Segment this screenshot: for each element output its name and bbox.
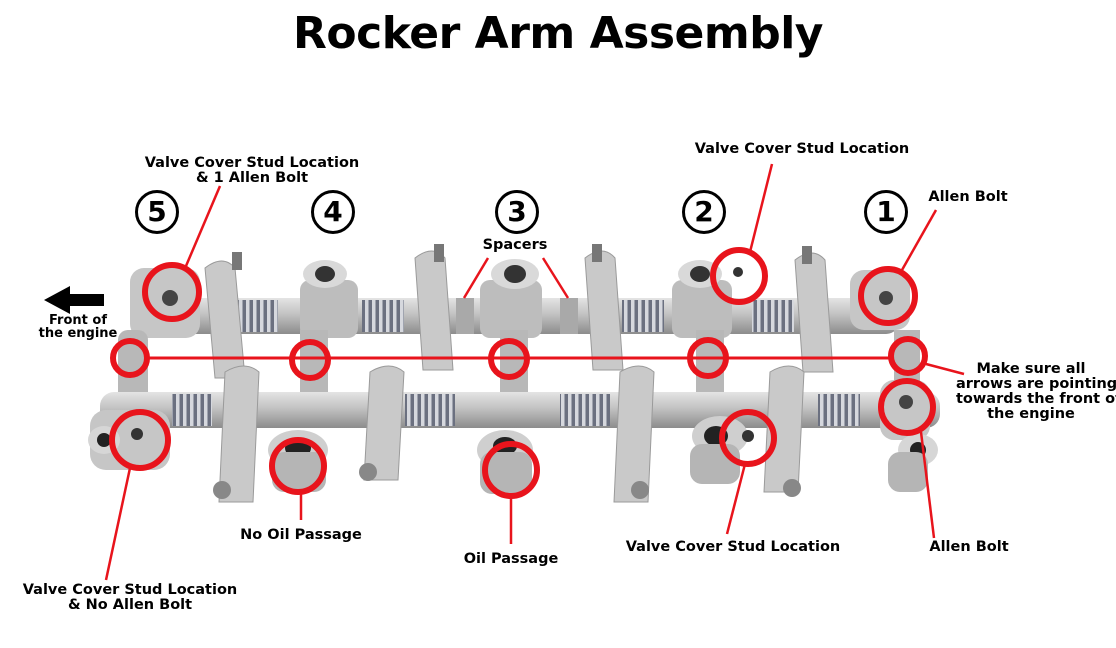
callout-text: Valve Cover Stud Location: [144, 155, 360, 171]
annotation-overlay: [104, 163, 965, 581]
callout-no-oil-passage: No Oil Passage: [240, 527, 362, 543]
callout-text: Make sure all: [976, 361, 1086, 377]
arrow-marker-circle: [687, 337, 729, 379]
no-oil-passage-circle: [269, 437, 327, 495]
callout-bottom-allen-bolt: Allen Bolt: [929, 539, 1009, 555]
callout-text: arrows are pointing: [956, 376, 1116, 392]
callout-top-left: Valve Cover Stud Location & 1 Allen Bolt: [141, 156, 363, 186]
callout-text: Valve Cover Stud Location: [22, 582, 238, 598]
stud-location-circle: [109, 409, 171, 471]
callout-text: the engine: [987, 406, 1075, 422]
spring: [172, 394, 212, 426]
upper-rocker-shaft: [130, 244, 910, 379]
position-number-4: 4: [311, 190, 355, 234]
spring: [818, 394, 860, 426]
stud-location-circle: [710, 247, 768, 305]
arrow-left-icon: [44, 286, 104, 314]
allen-bolt-circle: [878, 378, 936, 436]
callout-bottom-stud: Valve Cover Stud Location: [625, 539, 841, 555]
arrow-marker-circle: [488, 338, 530, 380]
stud-location-circle: [142, 262, 202, 322]
position-number-3: 3: [495, 190, 539, 234]
page-title: Rocker Arm Assembly: [293, 8, 823, 59]
arrow-marker-circle: [888, 336, 928, 376]
spring: [560, 394, 610, 426]
front-label-text: Front of: [49, 313, 107, 328]
callout-text: & 1 Allen Bolt: [195, 170, 309, 186]
callout-bottom-left: Valve Cover Stud Location & No Allen Bol…: [16, 583, 244, 613]
callout-top-allen-bolt: Allen Bolt: [928, 189, 1008, 205]
position-number-1: 1: [864, 190, 908, 234]
callout-spacers: Spacers: [482, 237, 548, 253]
leader-lines: [104, 163, 965, 581]
spring: [752, 300, 794, 332]
arrow-marker-circle: [110, 338, 150, 378]
position-number-5: 5: [135, 190, 179, 234]
arrow-marker-circle: [289, 339, 331, 381]
allen-bolt-circle: [858, 266, 918, 326]
spring: [362, 300, 404, 332]
callout-oil-passage: Oil Passage: [463, 551, 559, 567]
callout-text: towards the front of: [956, 391, 1116, 407]
callout-text: & No Allen Bolt: [67, 597, 193, 613]
callout-top-right-stud: Valve Cover Stud Location: [694, 141, 910, 157]
position-number-2: 2: [682, 190, 726, 234]
callout-arrow-direction: Make sure all arrows are pointing toward…: [956, 361, 1116, 422]
front-label-text: the engine: [38, 326, 118, 341]
spring: [238, 300, 278, 332]
front-of-engine-label: Front of the engine: [28, 314, 128, 340]
spring: [405, 394, 455, 426]
spring: [622, 300, 664, 332]
stud-location-circle: [719, 409, 777, 467]
